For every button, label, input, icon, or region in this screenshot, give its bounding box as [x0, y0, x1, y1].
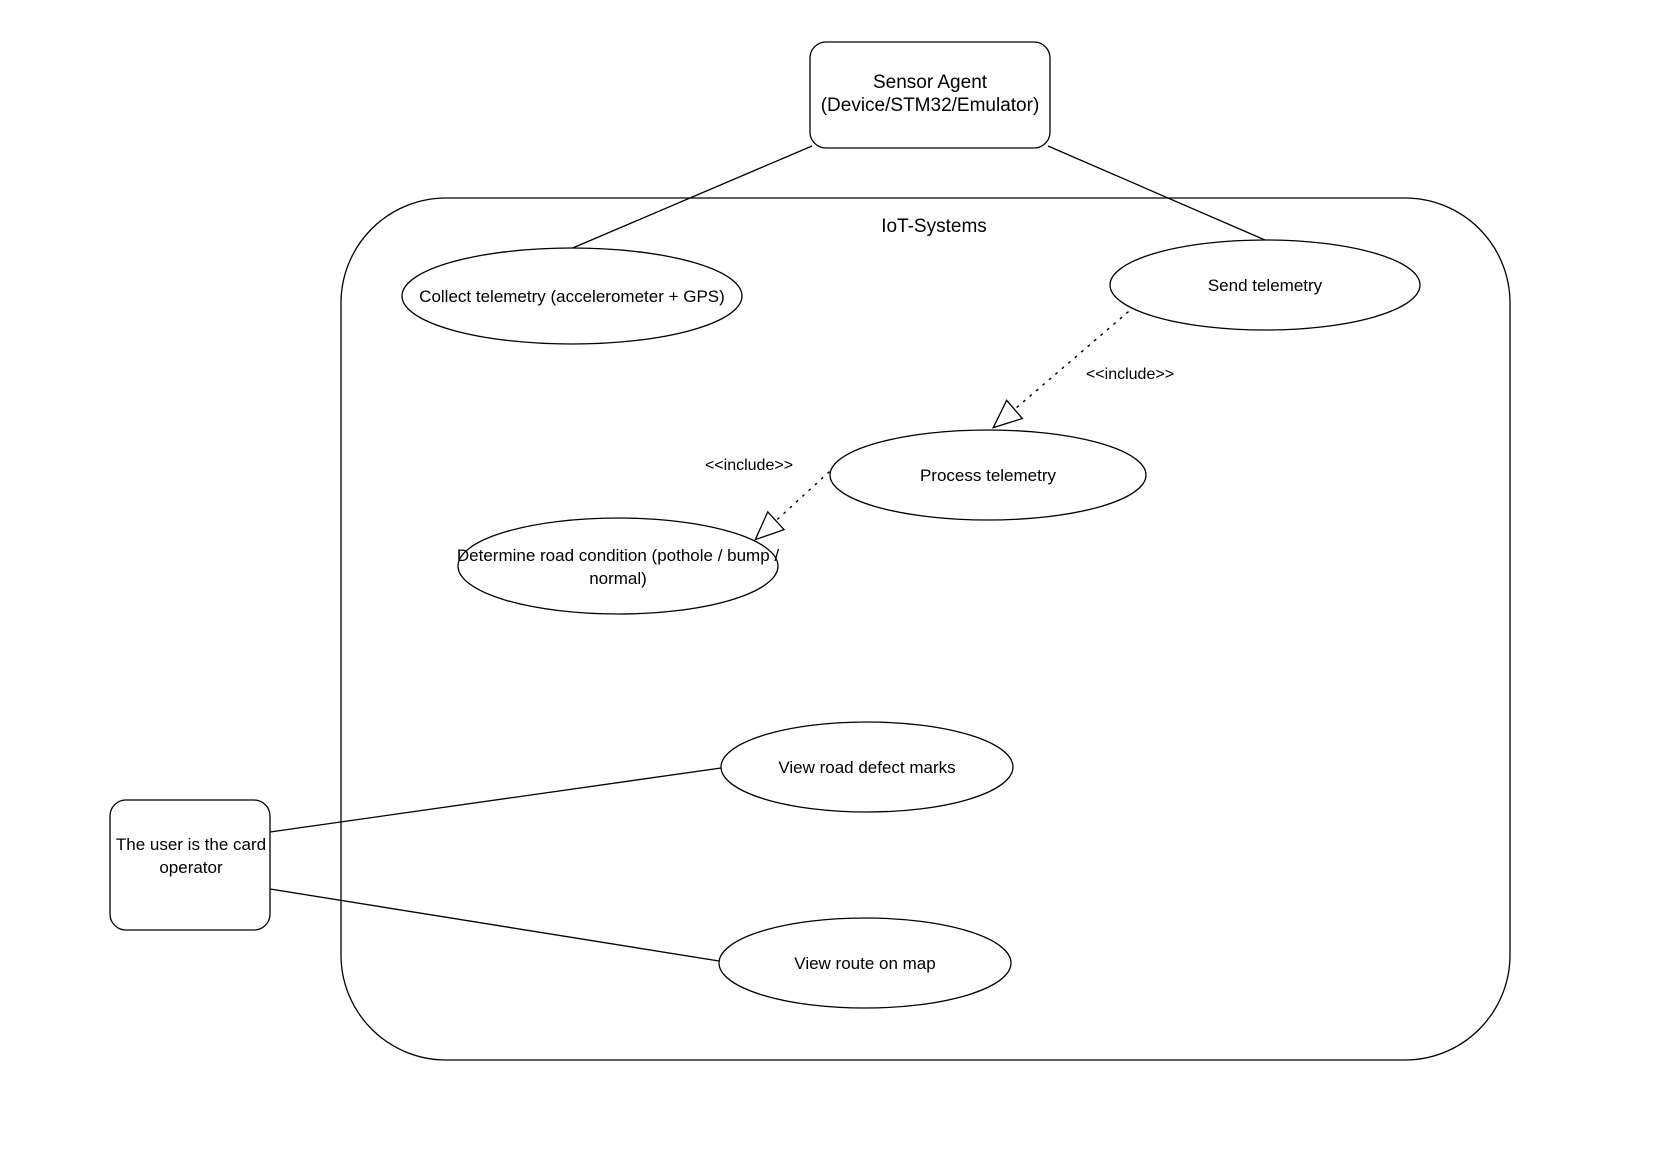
- iot-systems-boundary[interactable]: [340, 197, 1511, 1061]
- iot-systems-label: IoT-Systems: [881, 216, 987, 237]
- usecase-send-telemetry[interactable]: Send telemetry: [1109, 239, 1421, 331]
- send-telemetry-ellipse[interactable]: [1109, 239, 1421, 331]
- view-route-on-map-label: View route on map: [794, 954, 935, 973]
- usecase-collect-telemetry[interactable]: Collect telemetry (accelerometer + GPS): [401, 247, 743, 345]
- edge-user-to-view-route-on-map[interactable]: [269, 888, 720, 962]
- edge-sensor-agent-to-send-telemetry[interactable]: [1047, 145, 1266, 241]
- card-operator-box[interactable]: [109, 799, 271, 931]
- sensor-agent-label-line2: (Device/STM32/Emulator): [821, 95, 1040, 116]
- edge-user-to-view-road-defect-marks[interactable]: [269, 767, 722, 833]
- include-label-send-to-process: <<include>>: [1086, 366, 1174, 383]
- collect-telemetry-ellipse[interactable]: [401, 247, 743, 345]
- view-road-defect-marks-label: View road defect marks: [778, 758, 955, 777]
- usecase-determine-road-condition[interactable]: Determine road condition (pothole / bump…: [457, 517, 780, 615]
- edge-sensor-agent-to-collect-telemetry[interactable]: [567, 145, 813, 251]
- collect-telemetry-label: Collect telemetry (accelerometer + GPS): [419, 287, 725, 306]
- send-telemetry-label: Send telemetry: [1208, 276, 1323, 295]
- card-operator-label-line1: The user is the card: [116, 835, 266, 854]
- include-label-process-to-determine: <<include>>: [705, 457, 793, 474]
- process-telemetry-ellipse[interactable]: [829, 429, 1147, 521]
- usecase-view-route-on-map[interactable]: View route on map: [718, 917, 1012, 1009]
- determine-road-condition-ellipse[interactable]: [457, 517, 779, 615]
- actor-sensor-agent[interactable]: Sensor Agent (Device/STM32/Emulator): [809, 41, 1051, 149]
- sensor-agent-box[interactable]: [809, 41, 1051, 149]
- card-operator-label-line2: operator: [159, 858, 223, 877]
- actor-card-operator[interactable]: The user is the card operator: [109, 799, 271, 931]
- determine-road-condition-label-line1: Determine road condition (pothole / bump…: [457, 546, 780, 565]
- include-edge-process-to-determine[interactable]: [754, 471, 830, 541]
- usecase-process-telemetry[interactable]: Process telemetry: [829, 429, 1147, 521]
- view-road-defect-marks-ellipse[interactable]: [720, 721, 1014, 813]
- process-telemetry-label: Process telemetry: [920, 466, 1057, 485]
- usecase-view-road-defect-marks[interactable]: View road defect marks: [720, 721, 1014, 813]
- sensor-agent-label-line1: Sensor Agent: [873, 72, 988, 93]
- view-route-on-map-ellipse[interactable]: [718, 917, 1012, 1009]
- determine-road-condition-label-line2: normal): [589, 569, 647, 588]
